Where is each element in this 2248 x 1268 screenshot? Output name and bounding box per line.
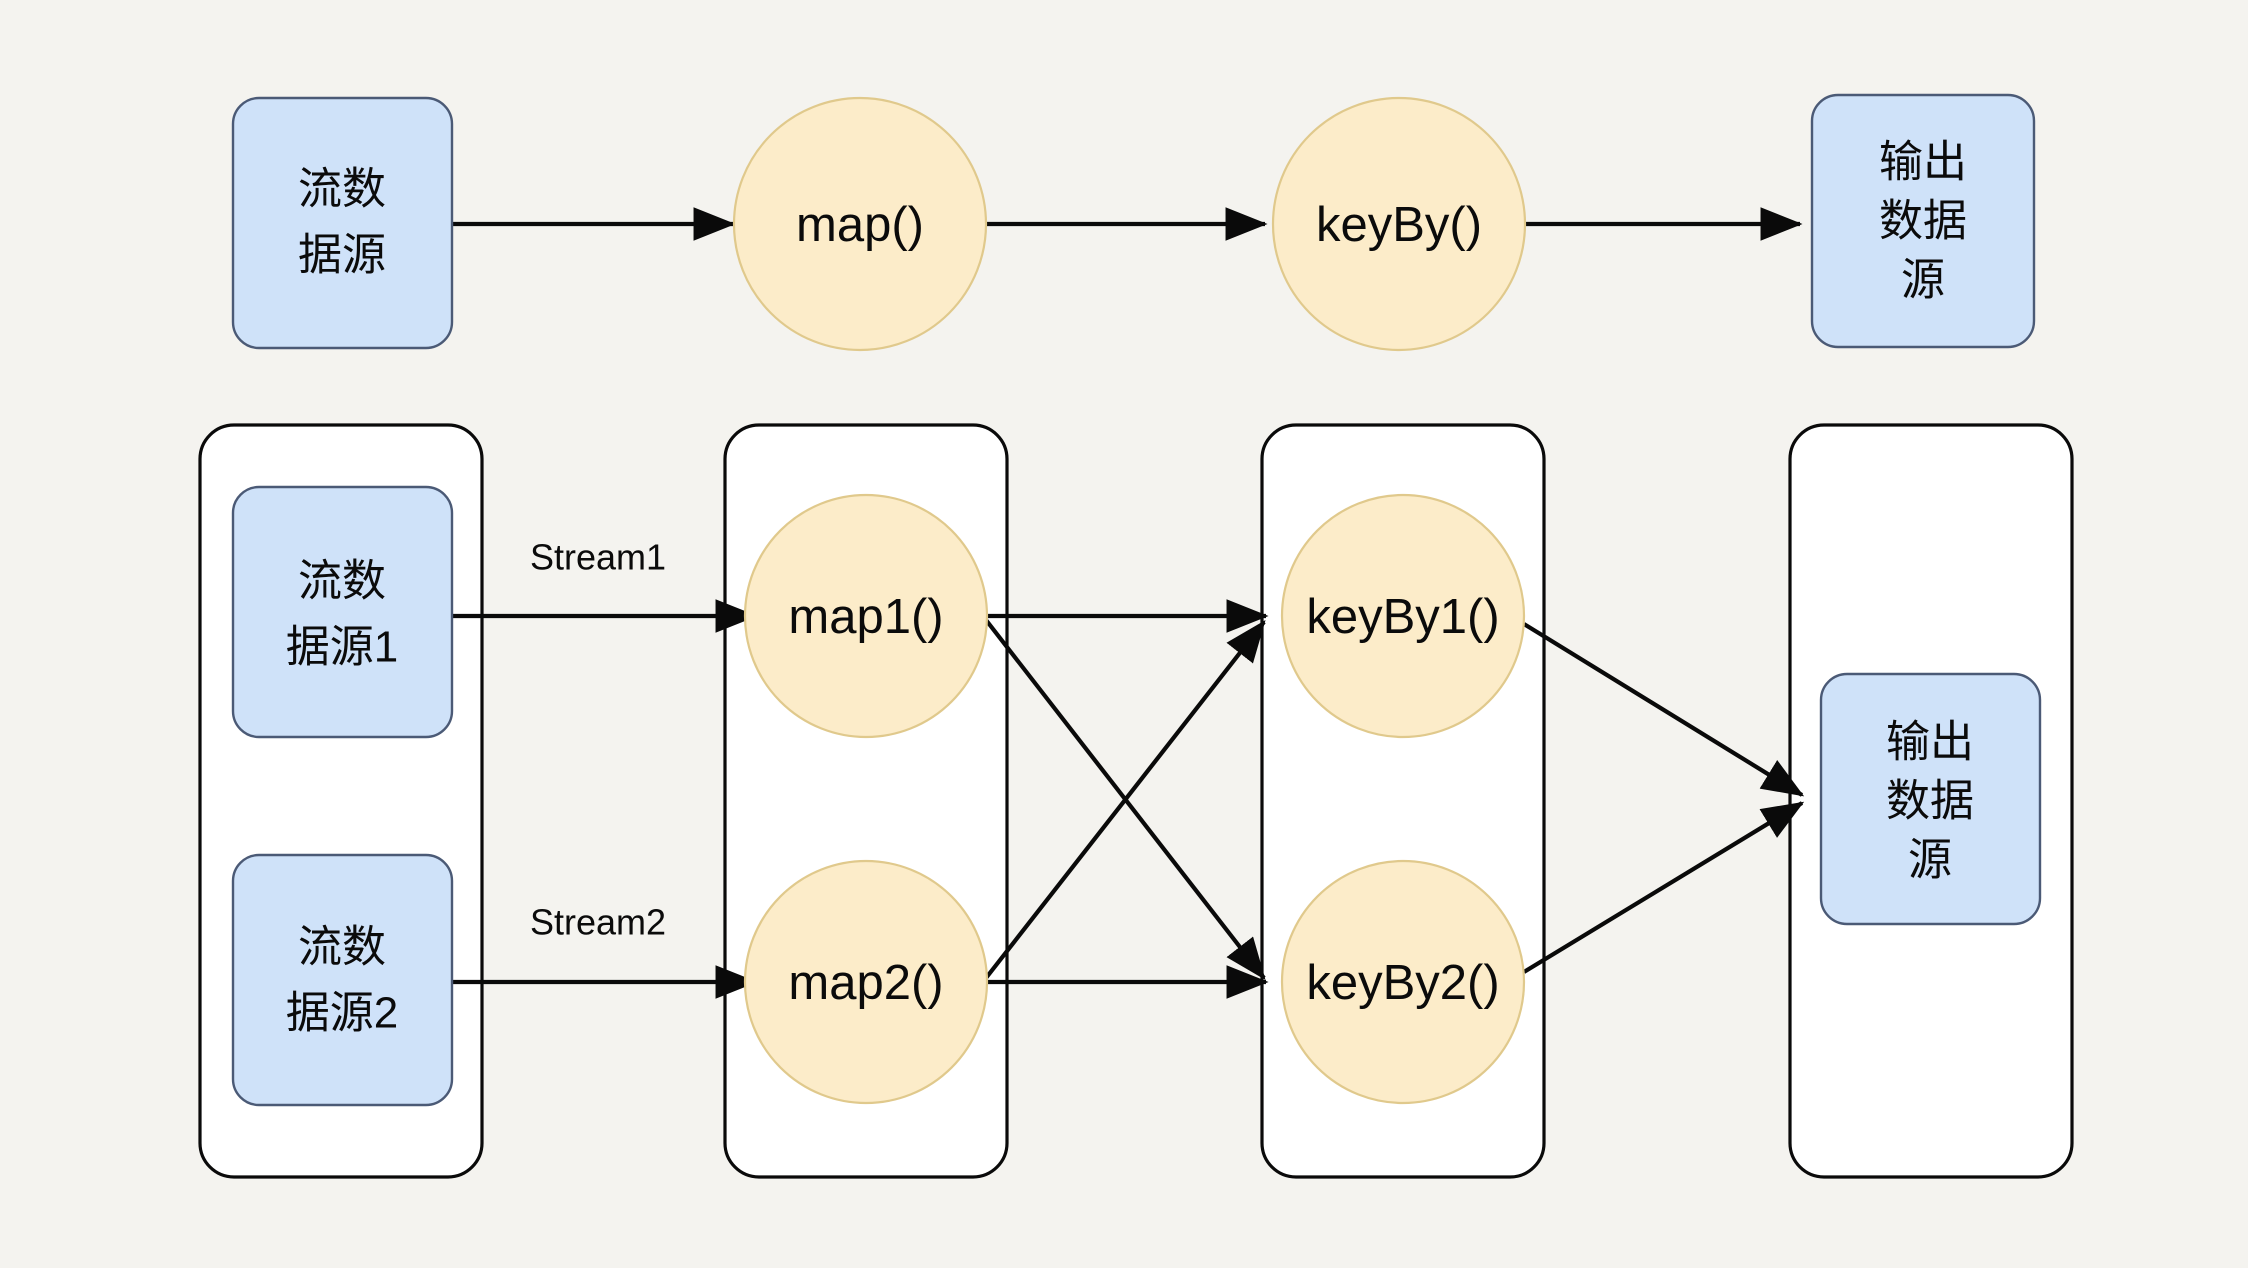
keyby1-label: keyBy1() xyxy=(1306,590,1499,644)
node-map[interactable]: map() xyxy=(732,96,988,352)
source2-label-line2: 据源2 xyxy=(286,989,398,1038)
node-stream-source-1[interactable]: 流数 据源1 xyxy=(231,485,454,739)
map-label: map() xyxy=(796,198,924,252)
map2-circle-shape xyxy=(743,859,989,1105)
row-parallelism-two: 流数 据源1 流数 据源2 map1() map2() xyxy=(198,423,2074,1179)
node-stream-source-2[interactable]: 流数 据源2 xyxy=(231,853,454,1107)
sink2-label-line2: 数据 xyxy=(1886,777,1974,826)
sink2-label-line3: 源 xyxy=(1908,836,1952,885)
keyby-label: keyBy() xyxy=(1316,198,1482,252)
source-box-shape xyxy=(231,96,454,350)
map1-label: map1() xyxy=(788,590,943,644)
sink2-box-shape xyxy=(1819,672,2042,926)
node-keyby1[interactable]: keyBy1() xyxy=(1280,493,1526,739)
node-map2[interactable]: map2() xyxy=(743,859,989,1105)
edge-keyby1-to-sink xyxy=(1522,622,1805,797)
keyby2-circle-shape xyxy=(1280,859,1526,1105)
sink-label-line1: 输出 xyxy=(1879,138,1967,187)
node-output-sink[interactable]: 输出 数据 源 xyxy=(1810,93,2036,349)
source2-label-line1: 流数 xyxy=(298,923,386,972)
node-map1[interactable]: map1() xyxy=(743,493,989,739)
sink2-label-line1: 输出 xyxy=(1886,718,1974,767)
keyby-circle-shape xyxy=(1271,96,1527,352)
source-label-line1: 流数 xyxy=(298,165,386,214)
map-circle-shape xyxy=(732,96,988,352)
map2-label: map2() xyxy=(788,956,943,1010)
sink-label-line2: 数据 xyxy=(1879,197,1967,246)
sink-box-shape xyxy=(1810,93,2036,349)
keyby1-circle-shape xyxy=(1280,493,1526,739)
source1-box-shape xyxy=(231,485,454,739)
sink-label-line3: 源 xyxy=(1901,256,1945,305)
keyby2-label: keyBy2() xyxy=(1306,956,1499,1010)
edge-label-stream2: Stream2 xyxy=(530,902,666,943)
node-stream-source[interactable]: 流数 据源 xyxy=(231,96,454,350)
source1-label-line2: 据源1 xyxy=(286,623,398,672)
source1-label-line1: 流数 xyxy=(298,557,386,606)
node-output-sink-2[interactable]: 输出 数据 源 xyxy=(1819,672,2042,926)
edge-label-stream1: Stream1 xyxy=(530,537,666,578)
source2-box-shape xyxy=(231,853,454,1107)
node-keyby2[interactable]: keyBy2() xyxy=(1280,859,1526,1105)
source-label-line2: 据源 xyxy=(298,231,386,280)
node-keyby[interactable]: keyBy() xyxy=(1271,96,1527,352)
map1-circle-shape xyxy=(743,493,989,739)
edge-keyby2-to-sink xyxy=(1522,801,1805,974)
edge-map2-to-keyby1 xyxy=(984,620,1266,980)
row-single-parallelism: 流数 据源 map() keyBy() 输出 数据 源 xyxy=(231,93,2036,352)
